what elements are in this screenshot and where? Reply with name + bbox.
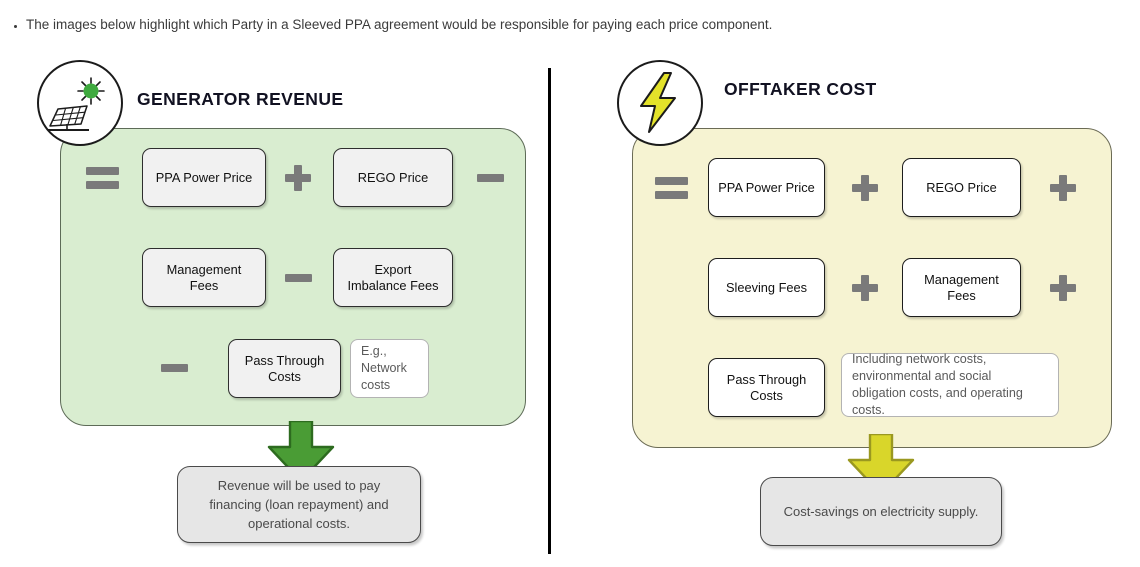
operator-equals bbox=[86, 167, 119, 189]
component-box-export-imbalance-fees[interactable]: Export Imbalance Fees bbox=[333, 248, 453, 307]
generator-outcome-box: Revenue will be used to pay financing (l… bbox=[177, 466, 421, 543]
note-box-including-network-costs: Including network costs, environmental a… bbox=[841, 352, 1059, 417]
note-box-network-costs: E.g., Network costs bbox=[350, 339, 429, 398]
operator-plus bbox=[852, 275, 878, 301]
operator-minus bbox=[161, 364, 188, 372]
offtaker-outcome-box: Cost-savings on electricity supply. bbox=[760, 477, 1002, 546]
component-box-management-fees[interactable]: Management Fees bbox=[142, 248, 266, 307]
vertical-divider bbox=[548, 68, 551, 554]
operator-equals bbox=[655, 177, 688, 199]
offtaker-panel-title: OFFTAKER COST bbox=[724, 79, 877, 99]
operator-minus bbox=[285, 274, 312, 282]
lightning-bolt-icon bbox=[617, 60, 703, 146]
generator-down-arrow-icon bbox=[265, 419, 337, 488]
intro-bullet-line: The images below highlight which Party i… bbox=[14, 16, 772, 34]
component-box-ppa-power-price[interactable]: PPA Power Price bbox=[142, 148, 266, 207]
operator-plus bbox=[852, 175, 878, 201]
component-box-pass-through-costs[interactable]: Pass Through Costs bbox=[228, 339, 341, 398]
component-box-rego-price[interactable]: REGO Price bbox=[902, 158, 1021, 217]
operator-plus bbox=[1050, 275, 1076, 301]
component-box-management-fees[interactable]: Management Fees bbox=[902, 258, 1021, 317]
bullet-marker-icon bbox=[14, 25, 17, 28]
component-box-pass-through-costs[interactable]: Pass Through Costs bbox=[708, 358, 825, 417]
operator-plus bbox=[1050, 175, 1076, 201]
intro-text: The images below highlight which Party i… bbox=[26, 17, 773, 32]
component-box-sleeving-fees[interactable]: Sleeving Fees bbox=[708, 258, 825, 317]
component-box-ppa-power-price[interactable]: PPA Power Price bbox=[708, 158, 825, 217]
generator-panel-title: GENERATOR REVENUE bbox=[137, 89, 344, 109]
operator-minus bbox=[477, 174, 504, 182]
solar-panel-icon bbox=[37, 60, 123, 146]
operator-plus bbox=[285, 165, 311, 191]
component-box-rego-price[interactable]: REGO Price bbox=[333, 148, 453, 207]
